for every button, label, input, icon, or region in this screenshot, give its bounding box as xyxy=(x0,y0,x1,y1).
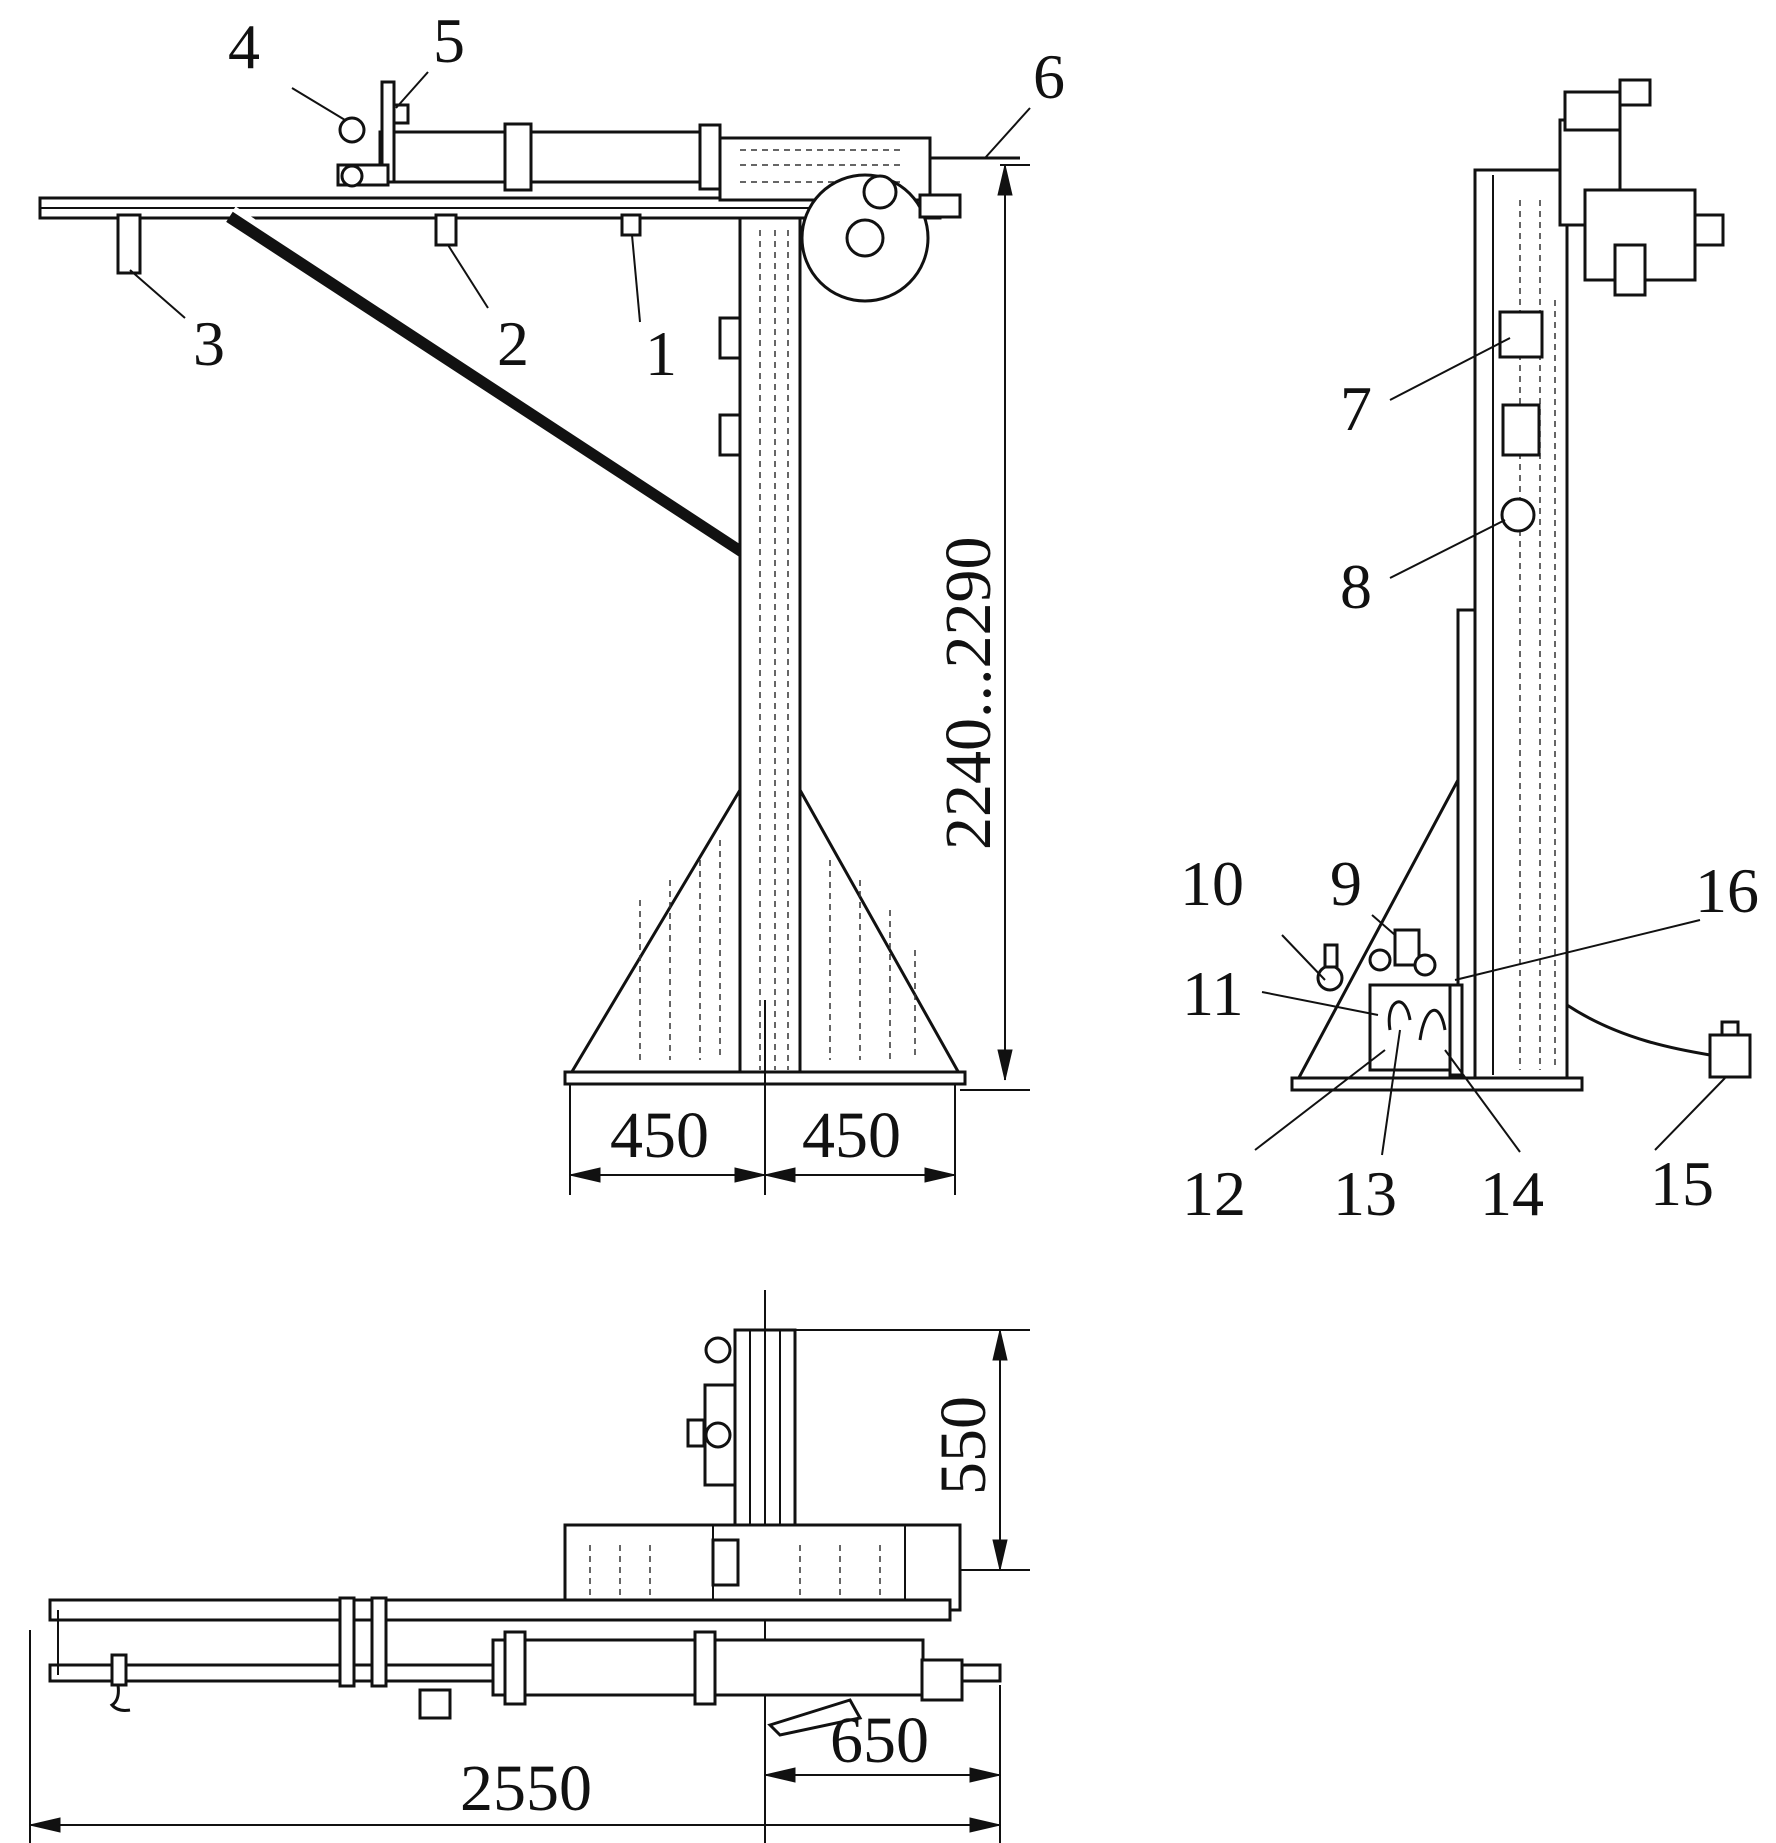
height-range-label: 2240...2290 xyxy=(932,537,1005,851)
plan-offset-label: 650 xyxy=(830,1704,929,1777)
callout-7: 7 xyxy=(1340,373,1372,444)
component-7 xyxy=(1498,310,1544,359)
valve-9 xyxy=(1393,928,1421,967)
base-gusset-left xyxy=(567,784,742,1077)
callout-4: 4 xyxy=(228,11,260,82)
component-15 xyxy=(1708,1033,1752,1079)
callout-1: 1 xyxy=(645,318,677,389)
callout-15: 15 xyxy=(1650,1148,1714,1219)
roller-2 xyxy=(434,213,458,247)
pneumatic-cylinder xyxy=(378,130,702,184)
front-view: 2240...2290 450 450 1 2 3 4 5 6 xyxy=(38,5,1065,1195)
roller-1 xyxy=(620,213,642,237)
roller-3 xyxy=(116,213,142,275)
side-column xyxy=(1473,168,1569,1082)
valve-block xyxy=(1368,983,1452,1072)
callout-10: 10 xyxy=(1180,848,1244,919)
callout-6: 6 xyxy=(1033,41,1065,112)
callout-11: 11 xyxy=(1182,958,1244,1029)
callout-3: 3 xyxy=(193,308,225,379)
plan-base-box xyxy=(563,1523,962,1612)
callout-14: 14 xyxy=(1480,1158,1544,1229)
callout-2: 2 xyxy=(497,308,529,379)
callout-9: 9 xyxy=(1330,848,1362,919)
diagonal-strut xyxy=(226,210,764,568)
callout-13: 13 xyxy=(1333,1158,1397,1229)
side-view: 7 8 9 10 11 12 13 14 15 16 xyxy=(1180,78,1759,1229)
side-base-plate xyxy=(1290,1076,1584,1092)
callout-16: 16 xyxy=(1695,855,1759,926)
clamp-4 xyxy=(338,116,366,144)
base-left-label: 450 xyxy=(610,1099,709,1172)
component-8 xyxy=(1500,497,1536,533)
plan-depth-label: 550 xyxy=(927,1396,1000,1495)
valve-10 xyxy=(1316,964,1344,992)
callout-5: 5 xyxy=(433,5,465,76)
callout-12: 12 xyxy=(1182,1158,1246,1229)
base-right-label: 450 xyxy=(802,1099,901,1172)
front-column xyxy=(738,216,802,1080)
plan-boom-rail-upper xyxy=(48,1598,952,1622)
callout-8: 8 xyxy=(1340,551,1372,622)
plan-total-length-label: 2550 xyxy=(460,1752,592,1825)
plan-view: 550 650 2550 xyxy=(29,1290,1030,1843)
